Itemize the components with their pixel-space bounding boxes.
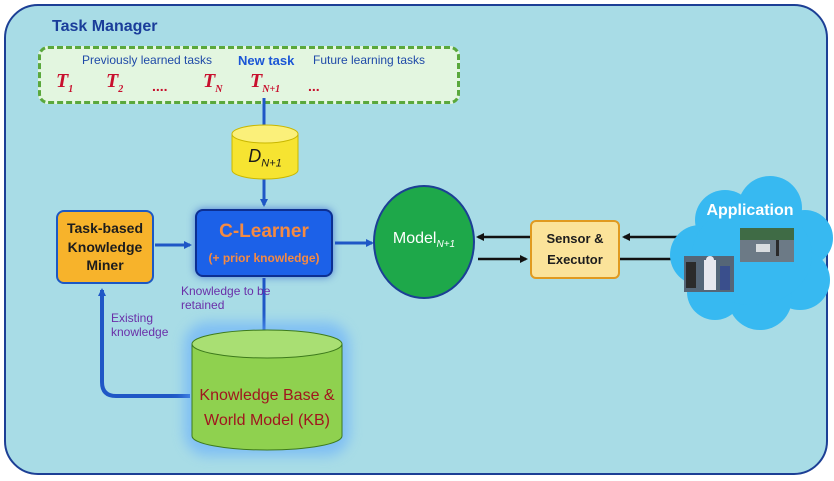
previous-tasks-label: Previously learned tasks [82, 53, 213, 67]
c-learner-box: C-Learner (+ prior knowledge) [195, 209, 333, 277]
task-t1: T1 [56, 70, 74, 95]
task-ellipsis-previous: .... [152, 78, 168, 94]
sensor-executor-box: Sensor & Executor [530, 220, 620, 279]
task-ellipsis-future: ... [308, 78, 320, 94]
existing-knowledge-label: Existing knowledge [111, 311, 169, 339]
task-sequence-box [38, 46, 460, 104]
data-label: DN+1 [248, 146, 282, 170]
road-scene-photo [740, 228, 794, 262]
task-tn-plus-1: TN+1 [250, 70, 281, 95]
knowledge-base-label: Knowledge Base & World Model (KB) [192, 384, 342, 434]
application-title: Application [706, 202, 794, 219]
task-manager-title: Task Manager [52, 18, 158, 35]
task-t2: T2 [106, 70, 124, 95]
model-circle [373, 185, 475, 299]
c-learner-title: C-Learner [219, 221, 309, 242]
knowledge-base-cylinder [184, 322, 350, 456]
c-learner-subtitle: (+ prior knowledge) [208, 251, 320, 265]
kb-label-line1: Knowledge Base & [199, 387, 335, 404]
task-tn: TN [203, 70, 223, 95]
model-label: ModelN+1 [392, 230, 456, 251]
new-task-label: New task [238, 53, 295, 68]
robot-photo [684, 256, 734, 292]
knowledge-miner-box: Task-based Knowledge Miner [56, 210, 154, 284]
arrow-kb-to-miner [98, 288, 190, 398]
data-cylinder [231, 124, 299, 180]
retained-knowledge-label: Knowledge to be retained [181, 284, 271, 312]
kb-label-line2: World Model (KB) [204, 411, 330, 429]
future-tasks-label: Future learning tasks [313, 53, 426, 67]
